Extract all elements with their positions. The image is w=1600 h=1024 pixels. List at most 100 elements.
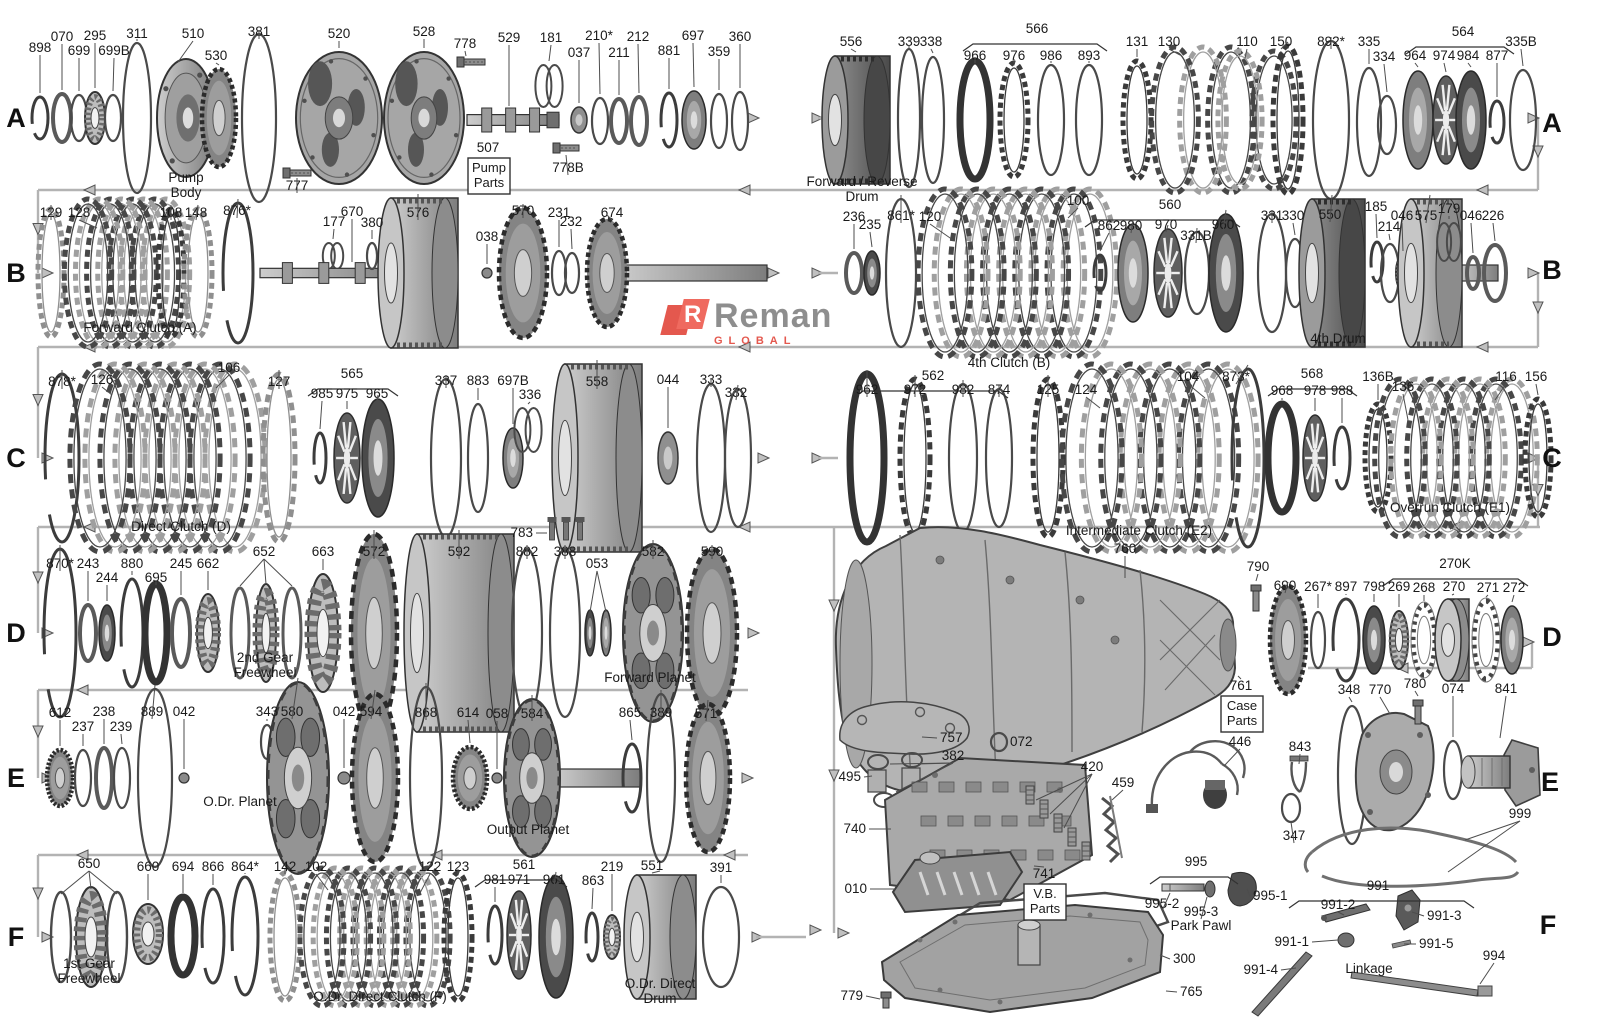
svg-text:978: 978 (1304, 383, 1327, 398)
svg-text:053: 053 (586, 556, 609, 571)
part-label-127: 127 (268, 370, 290, 389)
flow-arrow (1475, 184, 1489, 196)
svg-text:779: 779 (840, 988, 863, 1003)
svg-text:Park Pawl: Park Pawl (1171, 918, 1232, 933)
part-074 (1442, 739, 1464, 801)
flow-arrow (722, 849, 736, 861)
flow-arrow (737, 521, 751, 533)
part-272 (1500, 605, 1524, 675)
part-label-843: 843 (1289, 739, 1311, 765)
section-label: Direct Clutch (D) (131, 519, 231, 534)
part-label-697B: 697B (497, 373, 529, 424)
svg-text:010: 010 (844, 881, 867, 896)
part-580 (266, 681, 330, 875)
svg-text:238: 238 (93, 704, 116, 719)
part-123 (441, 870, 475, 1004)
part-520 (295, 51, 383, 185)
part-label-046: 046 (1460, 208, 1482, 254)
part-881 (659, 91, 679, 149)
part-991-4 (1251, 951, 1313, 1017)
part-label-226: 226 (1482, 208, 1504, 242)
svg-text:663: 663 (312, 544, 335, 559)
part-128 (61, 196, 193, 350)
part-label-558: 558 (586, 360, 608, 389)
svg-text:120: 120 (919, 209, 942, 224)
part-529 (466, 107, 560, 133)
part-label-122: 122 (419, 859, 441, 894)
svg-text:Intermediate Clutch (E2): Intermediate Clutch (E2) (1066, 523, 1212, 538)
flow-arrow (811, 112, 825, 124)
part-label-037: 037 (568, 45, 590, 103)
svg-text:270: 270 (1443, 579, 1466, 594)
part-874 (984, 387, 1014, 529)
svg-text:510: 510 (182, 26, 205, 41)
svg-text:C: C (6, 443, 26, 473)
flow-arrow (828, 599, 840, 613)
part-777 (282, 167, 312, 179)
part-971 (506, 890, 532, 980)
svg-text:690: 690 (1274, 578, 1297, 593)
reman-global-logo: R Reman GLOBAL (660, 299, 832, 347)
svg-text:495: 495 (838, 769, 861, 784)
part-label-331B: 331B (1180, 227, 1212, 244)
flow-arrow (757, 452, 771, 464)
svg-text:562: 562 (922, 368, 945, 383)
part-757 (839, 701, 970, 755)
part-label-235: 235 (859, 217, 881, 248)
part-label-898: 898 (29, 40, 51, 93)
part-label-295: 295 (84, 28, 107, 88)
svg-text:295: 295 (84, 28, 107, 43)
svg-text:347: 347 (1283, 828, 1306, 843)
part-243 (78, 603, 98, 663)
part-label-699B: 699B (98, 43, 130, 92)
section-label: Park Pawl (1171, 918, 1232, 933)
svg-text:988: 988 (1331, 383, 1354, 398)
group-bracket-564: 564 (1405, 24, 1515, 55)
part-label-110: 110 (1236, 34, 1258, 59)
part-570 (496, 205, 550, 341)
svg-text:142: 142 (274, 859, 297, 874)
part-972 (897, 376, 933, 540)
svg-text:100: 100 (1067, 193, 1090, 208)
svg-text:244: 244 (96, 570, 119, 585)
part-381 (240, 32, 278, 204)
part-label-150: 150 (1270, 34, 1292, 50)
part-label-778: 778 (454, 36, 476, 57)
svg-text:770: 770 (1369, 682, 1392, 697)
svg-text:695: 695 (145, 570, 168, 585)
part-779 (880, 991, 892, 1009)
svg-text:E: E (1541, 767, 1559, 797)
part-877 (1488, 99, 1506, 145)
part-236 (844, 251, 864, 295)
svg-text:210*: 210* (585, 28, 614, 43)
part-label-985: 985 (311, 386, 333, 430)
part-label-529: 529 (498, 30, 520, 106)
part-110 (1215, 48, 1299, 192)
svg-text:761: 761 (1230, 678, 1253, 693)
part-label-042: 042 (333, 704, 355, 768)
svg-text:Linkage: Linkage (1345, 961, 1392, 976)
part-690 (1267, 583, 1309, 697)
svg-text:550: 550 (1319, 207, 1342, 222)
svg-text:980: 980 (1120, 218, 1143, 233)
svg-text:231: 231 (548, 205, 571, 220)
part-label-389: 389 (650, 690, 672, 720)
part-999 (1303, 826, 1520, 888)
svg-text:778B: 778B (552, 160, 584, 175)
section-label: Output Planet (487, 822, 570, 837)
part-108 (155, 206, 187, 340)
part-841 (1460, 739, 1541, 808)
part-663 (304, 573, 342, 693)
group-bracket-566: 566 (962, 21, 1108, 52)
part-label-528: 528 (413, 24, 435, 48)
part-459 (1101, 795, 1123, 864)
svg-text:790: 790 (1247, 559, 1270, 574)
part-336 (513, 407, 543, 453)
svg-text:106: 106 (218, 360, 241, 375)
svg-text:420: 420 (1081, 759, 1104, 774)
part-label-880: 880 (121, 556, 143, 575)
part-label-238: 238 (93, 704, 116, 744)
